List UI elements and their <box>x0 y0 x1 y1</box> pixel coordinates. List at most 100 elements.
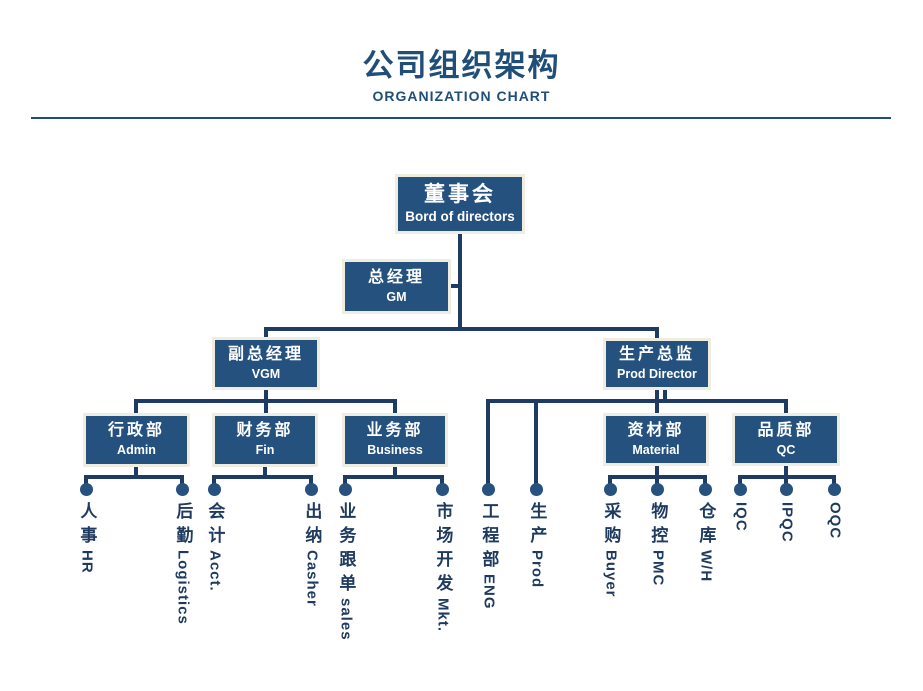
connector-leaf-drop <box>703 475 707 486</box>
leaf-dot <box>305 483 318 496</box>
leaf-acct-en: Acct. <box>206 550 224 592</box>
leaf-oqc: OQC <box>824 502 844 539</box>
org-node-prod-director-cn: 生产总监 <box>618 346 695 364</box>
org-node-admin-cn: 行政部 <box>107 422 165 440</box>
connector-pd-top <box>655 327 659 339</box>
header-divider <box>31 117 891 119</box>
connector-qc-top <box>784 399 788 413</box>
connector-leaf-drop <box>440 475 444 486</box>
org-node-board: 董事会 Bord of directors <box>395 174 525 234</box>
org-node-fin-en: Fin <box>255 443 275 458</box>
connector-fin-children-bar <box>212 475 313 479</box>
leaf-eng: 工程部ENG <box>478 502 498 610</box>
leaf-dot <box>530 483 543 496</box>
leaf-sales-en: sales <box>337 598 355 641</box>
leaf-ipqc-en: IPQC <box>778 502 796 543</box>
leaf-casher: 出纳Casher <box>301 502 321 607</box>
leaf-dot <box>208 483 221 496</box>
org-node-business-cn: 业务部 <box>366 422 424 440</box>
connector-pd-down-2 <box>663 390 667 403</box>
leaf-logistics-cn: 后勤 <box>173 502 193 550</box>
org-node-admin-en: Admin <box>117 443 156 458</box>
connector-vgm-children-bar <box>134 399 397 403</box>
leaf-logistics: 后勤Logistics <box>172 502 192 625</box>
leaf-buyer-en: Buyer <box>602 550 620 598</box>
connector-eng-stem <box>486 399 490 485</box>
connector-leaf-drop <box>655 475 659 486</box>
connector-gm-link <box>451 284 462 288</box>
leaf-dot <box>734 483 747 496</box>
connector-prod-stem <box>534 399 538 485</box>
leaf-wh-cn: 仓库 <box>696 502 716 550</box>
connector-business-down <box>393 467 397 477</box>
org-node-vgm-en: VGM <box>251 366 281 381</box>
connector-leaf-drop <box>832 475 836 486</box>
org-node-business-en: Business <box>367 443 423 458</box>
org-node-prod-director: 生产总监 Prod Director <box>603 338 711 390</box>
leaf-dot <box>828 483 841 496</box>
org-node-material: 资材部 Material <box>603 413 709 466</box>
org-node-fin-cn: 财务部 <box>236 422 294 440</box>
leaf-dot <box>699 483 712 496</box>
leaf-dot <box>176 483 189 496</box>
leaf-wh-en: W/H <box>697 550 715 583</box>
leaf-pmc-en: PMC <box>649 550 667 587</box>
leaf-eng-en: ENG <box>480 574 498 610</box>
connector-split-bar <box>264 327 659 331</box>
leaf-acct: 会计Acct. <box>204 502 224 592</box>
leaf-iqc: IQC <box>730 502 750 532</box>
connector-leaf-drop <box>84 475 88 486</box>
connector-board-down <box>458 234 462 331</box>
connector-leaf-drop <box>738 475 742 486</box>
leaf-prod-en: Prod <box>528 550 546 589</box>
org-node-material-cn: 资材部 <box>627 421 685 439</box>
page-title: 公司组织架构 <box>362 48 561 83</box>
leaf-dot <box>482 483 495 496</box>
org-node-prod-director-en: Prod Director <box>617 367 697 382</box>
leaf-wh: 仓库W/H <box>695 502 715 582</box>
connector-material-down <box>655 466 659 477</box>
connector-vgm-top <box>264 327 268 338</box>
leaf-pmc: 物控PMC <box>647 502 667 586</box>
connector-admin-children-bar <box>84 475 184 479</box>
leaf-hr-cn: 人事 <box>77 502 97 550</box>
org-node-qc-cn: 品质部 <box>757 421 815 439</box>
org-node-business: 业务部 Business <box>342 413 448 467</box>
leaf-eng-cn: 工程部 <box>479 502 499 574</box>
leaf-mkt: 市场开发Mkt. <box>432 502 452 632</box>
org-node-vgm: 副总经理 VGM <box>212 337 320 390</box>
connector-fin-down <box>263 467 267 477</box>
leaf-logistics-en: Logistics <box>174 550 192 625</box>
org-node-admin: 行政部 Admin <box>83 413 190 467</box>
connector-business-children-bar <box>343 475 444 479</box>
leaf-buyer-cn: 采购 <box>601 502 621 550</box>
leaf-dot <box>780 483 793 496</box>
leaf-mkt-en: Mkt. <box>434 598 452 632</box>
leaf-dot <box>604 483 617 496</box>
connector-qc-down <box>784 466 788 477</box>
org-node-board-cn: 董事会 <box>424 183 496 207</box>
leaf-dot <box>651 483 664 496</box>
connector-leaf-drop <box>343 475 347 486</box>
connector-leaf-drop <box>180 475 184 486</box>
org-node-gm-en: GM <box>386 289 407 304</box>
leaf-prod-cn: 生产 <box>527 502 547 550</box>
leaf-iqc-en: IQC <box>732 502 750 532</box>
connector-leaf-drop <box>212 475 216 486</box>
org-node-qc-en: QC <box>776 442 796 457</box>
org-node-material-en: Material <box>632 442 680 457</box>
leaf-casher-en: Casher <box>303 550 321 607</box>
org-node-qc: 品质部 QC <box>732 413 840 466</box>
leaf-acct-cn: 会计 <box>205 502 225 550</box>
org-node-gm-cn: 总经理 <box>367 268 425 286</box>
connector-admin-top <box>134 399 138 413</box>
leaf-hr-en: HR <box>78 550 96 574</box>
leaf-dot <box>80 483 93 496</box>
leaf-buyer: 采购Buyer <box>600 502 620 598</box>
leaf-dot <box>339 483 352 496</box>
org-node-board-en: Bord of directors <box>405 209 515 225</box>
connector-leaf-drop <box>309 475 313 486</box>
connector-pd-children-bar <box>486 399 788 403</box>
leaf-hr: 人事HR <box>76 502 96 574</box>
